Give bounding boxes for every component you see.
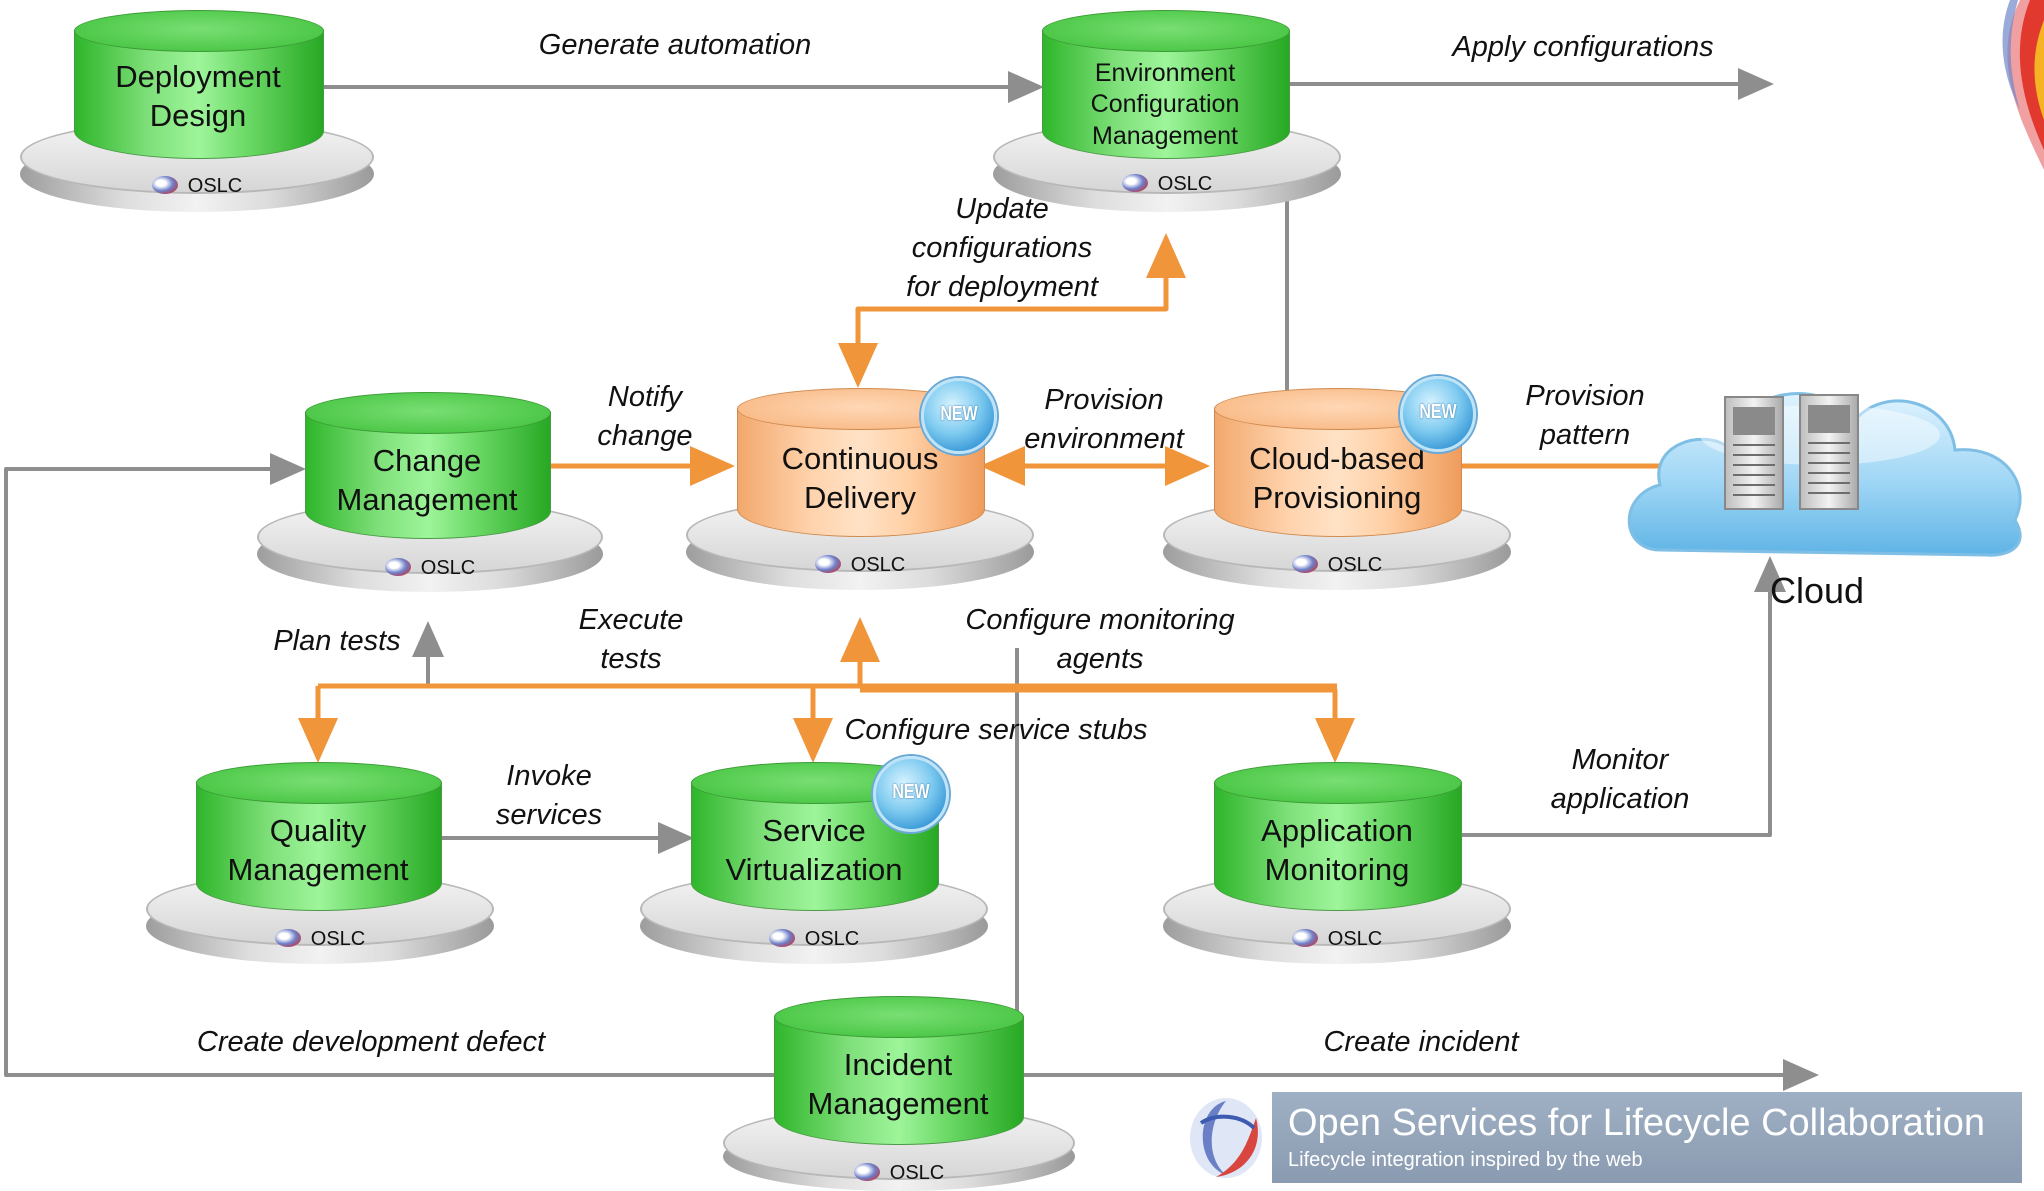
label-generate-automation: Generate automation: [538, 29, 812, 61]
node-label: Quality Management: [227, 813, 409, 887]
label-execute-tests: Execute tests: [578, 604, 684, 675]
label-configure-monitoring: Configure monitoring agents: [965, 604, 1235, 675]
label-notify-change: Notify change: [597, 381, 693, 452]
label-plan-tests: Plan tests: [273, 625, 401, 657]
node-label: Change Management: [336, 443, 518, 517]
oslc-logo-icon: [384, 558, 411, 576]
new-badge-icon: NEW: [921, 378, 997, 454]
node-continuous-delivery: OSLC Continuous Delivery NEW: [686, 378, 1034, 593]
server-icon: [1724, 396, 1784, 510]
oslc-tag: OSLC: [146, 928, 494, 951]
new-badge-icon: NEW: [1400, 376, 1476, 452]
wire-monitor-application: [1455, 556, 1786, 837]
oslc-logo-icon: [814, 555, 841, 573]
corner-swoosh-icon: [2002, 0, 2044, 170]
oslc-tag: OSLC: [257, 557, 603, 580]
cloud-label: Cloud: [1770, 570, 1865, 611]
wire-configure-monitoring: [860, 687, 1355, 763]
node-label: Continuous Delivery: [781, 441, 939, 515]
oslc-tag: OSLC: [1163, 554, 1511, 577]
oslc-tag: OSLC: [1163, 928, 1511, 951]
label-provision-pattern: Provision pattern: [1525, 380, 1645, 451]
oslc-tag: OSLC: [20, 175, 374, 198]
oslc-logo-icon: [1291, 555, 1318, 573]
label-provision-environment: Provision environment: [1024, 384, 1184, 455]
cloud-icon: [1627, 392, 2022, 557]
node-label: Environment Configuration Management: [1090, 59, 1240, 150]
node-label: Deployment Design: [115, 59, 281, 133]
banner-subtitle: Lifecycle integration inspired by the we…: [1288, 1149, 1643, 1171]
oslc-tag: OSLC: [993, 173, 1341, 196]
oslc-logo-icon: [274, 929, 301, 947]
oslc-tag: OSLC: [640, 928, 988, 951]
node-incident-management: OSLC Incident Management: [723, 996, 1075, 1191]
node-cloud-based-provisioning: OSLC Cloud-based Provisioning NEW: [1163, 376, 1511, 593]
oslc-logo-icon: [151, 176, 178, 194]
label-apply-configurations: Apply configurations: [1452, 31, 1714, 63]
label-update-configurations: Update configurations for deployment: [906, 193, 1098, 303]
oslc-banner: Open Services for Lifecycle Collaboratio…: [1272, 1092, 2022, 1183]
node-label: Application Monitoring: [1261, 813, 1413, 887]
label-create-incident: Create incident: [1323, 1026, 1519, 1058]
new-badge-icon: NEW: [873, 756, 949, 832]
node-deployment-design: OSLC Deployment Design: [20, 10, 374, 215]
server-icon: [1799, 394, 1859, 510]
node-quality-management: OSLC Quality Management: [146, 762, 494, 967]
node-change-management: OSLC Change Management: [257, 390, 603, 595]
node-application-monitoring: OSLC Application Monitoring: [1163, 762, 1511, 967]
oslc-logo-icon: [1190, 1098, 1262, 1178]
wire-create-development-defect: [4, 453, 778, 1077]
oslc-tag: OSLC: [723, 1162, 1075, 1185]
label-invoke-services: Invoke services: [495, 760, 603, 831]
node-label: Service Virtualization: [725, 813, 903, 887]
oslc-logo-icon: [1121, 174, 1148, 192]
label-create-development-defect: Create development defect: [196, 1026, 546, 1058]
node-service-virtualization: OSLC Service Virtualization NEW: [640, 756, 988, 967]
node-label: Incident Management: [807, 1047, 989, 1121]
node-environment-configuration-management: OSLC Environment Configuration Managemen…: [993, 10, 1341, 215]
label-configure-service-stubs: Configure service stubs: [844, 714, 1148, 746]
label-monitor-application: Monitor application: [1550, 744, 1690, 815]
oslc-logo-icon: [768, 929, 795, 947]
banner-title: Open Services for Lifecycle Collaboratio…: [1288, 1102, 1986, 1144]
node-label: Cloud-based Provisioning: [1249, 441, 1425, 515]
oslc-logo-icon: [1291, 929, 1318, 947]
oslc-tag: OSLC: [686, 554, 1034, 577]
oslc-logo-icon: [853, 1163, 880, 1181]
